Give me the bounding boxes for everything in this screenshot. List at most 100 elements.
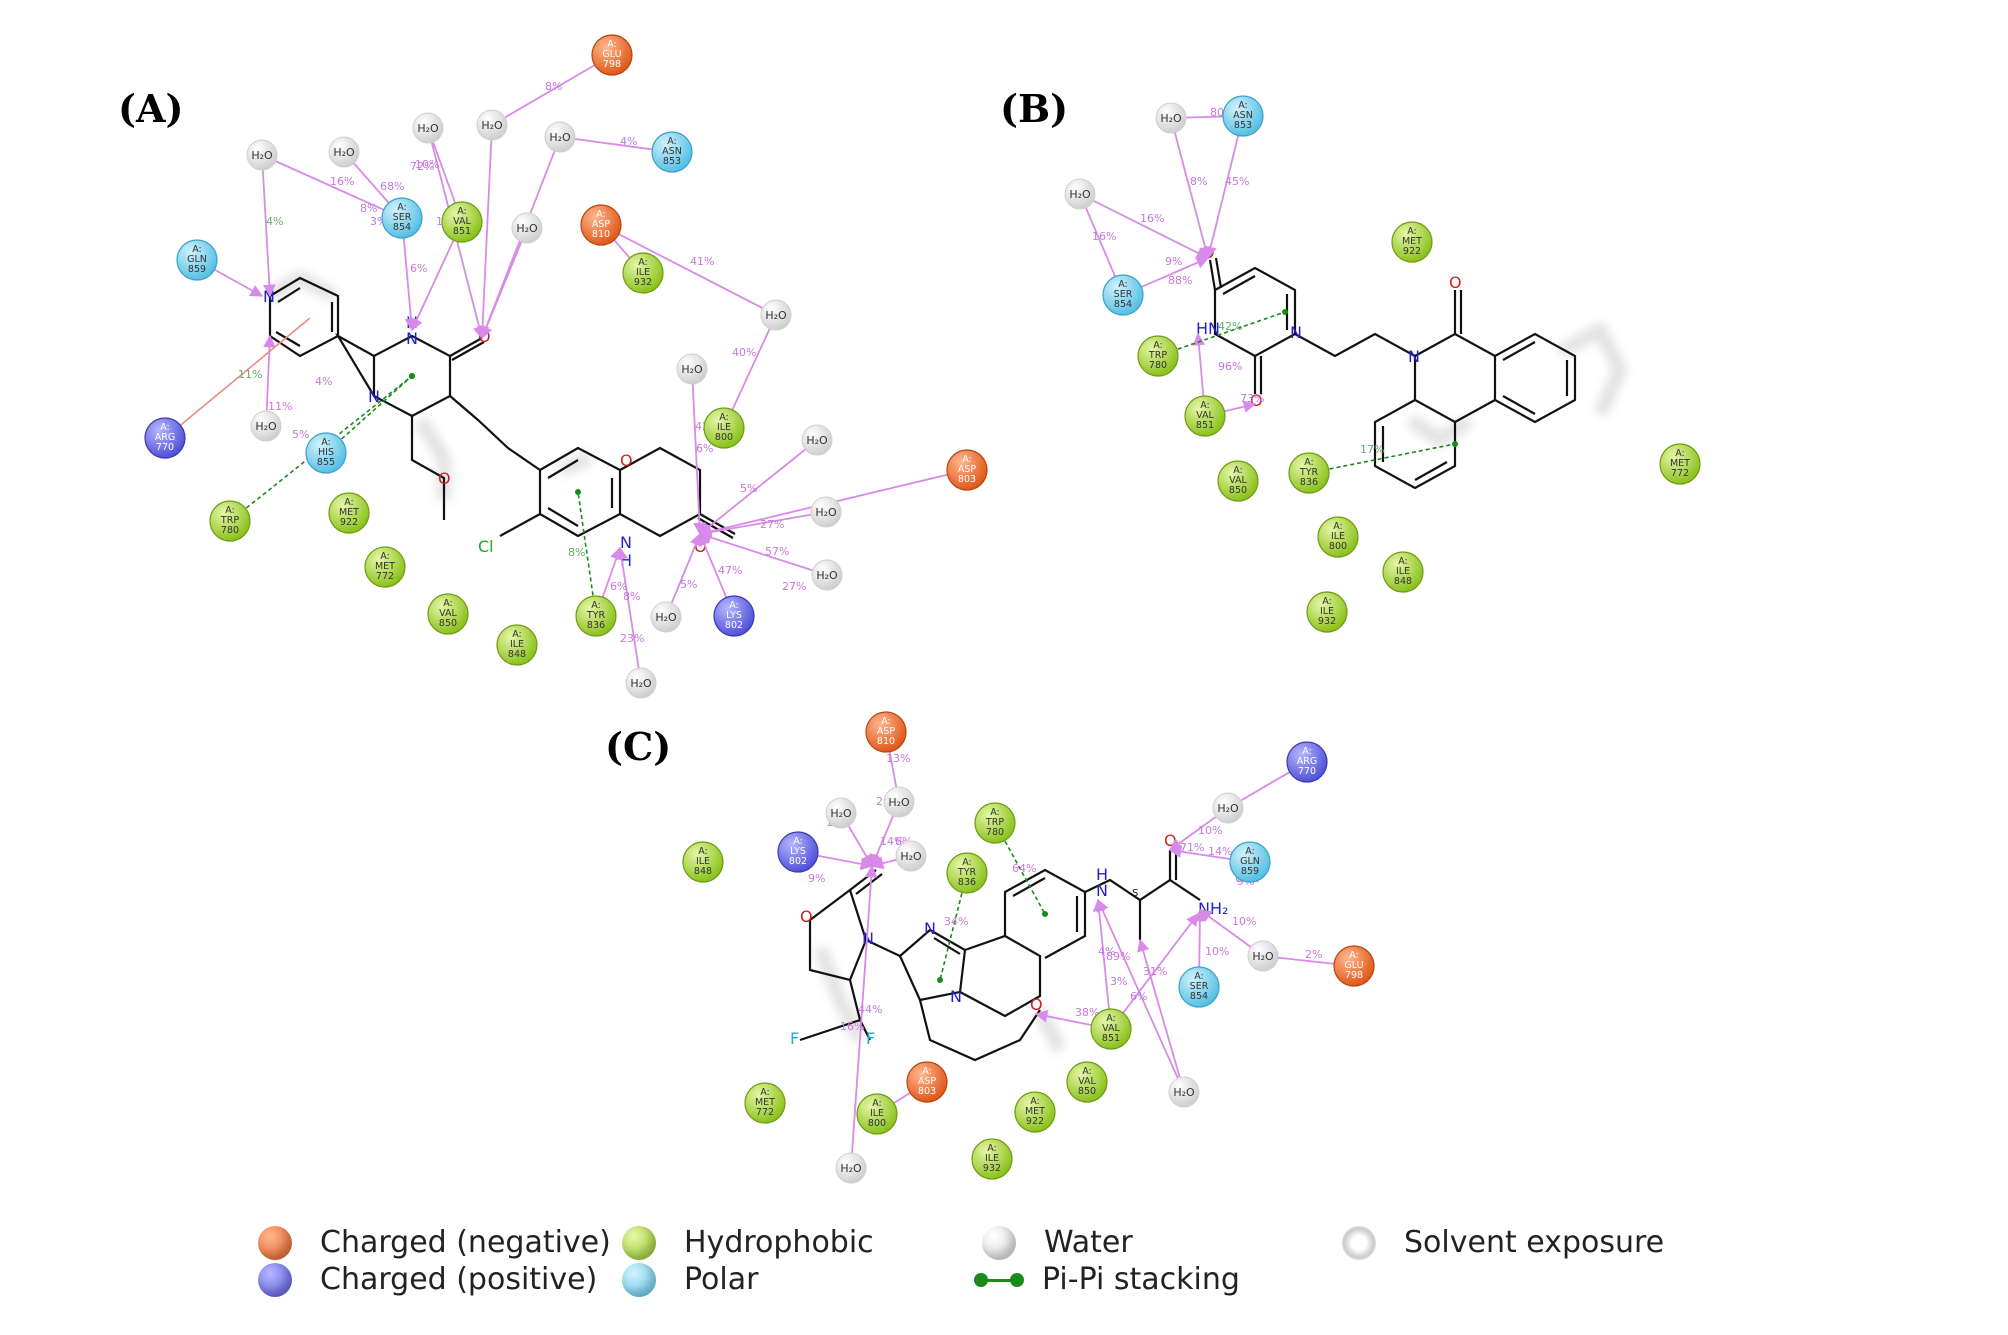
residue-label: A: [160,422,170,433]
residue-label: 800 [868,1118,886,1129]
interaction-percentage: 14% [1208,845,1232,858]
water-label: H₂O [830,807,852,820]
residue-label: A: [719,412,729,423]
interaction-percentage: 96% [1218,360,1242,373]
residue-label: 854 [1114,299,1132,310]
residue-circle [1306,591,1348,633]
h-bond-line [476,124,493,340]
residue-label: A: [596,209,606,220]
residue-label: A: [881,716,891,727]
h-bond-line [490,54,613,126]
residue-label: A: [1118,279,1128,290]
interaction-percentage: 17% [1360,443,1384,456]
pi-pi-stacking-line [1157,309,1288,357]
residue-circle [682,841,724,883]
residue-label: HIS [318,447,334,458]
residue-circle [209,500,251,542]
interaction-percentages: 8%4%16%68%72%16%10%8%3%6%4%11%4%41%40%42… [238,80,1384,1033]
residue-label: 859 [1241,866,1259,877]
water-molecule: H₂O [1212,792,1244,824]
residue-label: A: [1304,457,1314,468]
residue-label: 836 [1300,477,1318,488]
residue-label: TRP [985,817,1004,828]
interaction-percentage: 16% [1092,230,1116,243]
residue-circle [1184,395,1226,437]
water-molecule: H₂O [1247,940,1279,972]
pi-pi-stacking-line [937,872,968,983]
residue-label: MET [1025,1106,1045,1117]
interaction-percentage: 16% [840,1020,864,1033]
residue-label: 800 [1329,541,1347,552]
panel-label-b: (B) [1000,86,1068,131]
water-molecule: H₂O [544,121,576,153]
residue-label: GLN [187,254,207,265]
residue-label: A: [962,454,972,465]
residue-label: 770 [1298,766,1316,777]
svg-text:S: S [1132,888,1138,899]
residue-label: LYS [726,610,742,621]
interaction-percentage: 47% [718,564,742,577]
residue-label: A: [1333,521,1343,532]
water-molecule: H₂O [511,212,543,244]
residue-label: A: [1194,971,1204,982]
interaction-percentage: 23% [620,632,644,645]
residue-circle [856,1093,898,1135]
residue-label: A: [225,505,235,516]
water-label: H₂O [888,796,910,809]
residue-circle [1229,841,1271,883]
interaction-percentage: 41% [690,255,714,268]
residue-label: 853 [1234,120,1252,131]
interaction-percentage: 5% [292,428,309,441]
residue-label: ILE [696,856,710,867]
residue-label: 798 [1345,970,1363,981]
h-bond-line [1137,938,1185,1093]
residue-label: A: [1302,746,1312,757]
residue-label: ILE [1320,606,1334,617]
water-molecule: H₂O [835,1152,867,1184]
water-label: H₂O [681,363,703,376]
residue-label: 802 [789,856,807,867]
residue-circle [1317,516,1359,558]
pi-pi-stacking-line [575,489,597,617]
residue-circle [1382,551,1424,593]
residue-label: A: [1082,1066,1092,1077]
interaction-percentage: 6% [610,580,627,593]
residue-label: LYS [790,846,806,857]
svg-text:N: N [1408,347,1420,366]
interaction-percentage: 42% [1218,320,1242,333]
residue-label: 850 [439,618,457,629]
residue-label: MET [1402,236,1422,247]
residue-label: ILE [870,1108,884,1119]
residue-label: SER [393,212,412,223]
residue-label: MET [755,1097,775,1108]
interaction-percentage: 40% [732,346,756,359]
residue-label: A: [607,39,617,50]
residue-label: VAL [1229,475,1247,486]
interaction-lines [164,54,1458,1169]
residue-circle [1014,1091,1056,1133]
water-molecule: H₂O [760,299,792,331]
residue-label: 772 [1671,468,1689,479]
svg-text:N: N [368,387,380,406]
svg-text:N: N [862,929,874,948]
interaction-percentage: 5% [680,578,697,591]
residue-circle [744,1082,786,1124]
water-molecule: H₂O [328,136,360,168]
residue-label: TYR [586,610,606,621]
residue-label: A: [1675,448,1685,459]
h-bond-line [698,531,828,576]
water-molecule: H₂O [1064,178,1096,210]
water-label: H₂O [549,131,571,144]
residue-label: A: [1200,400,1210,411]
residue-label: A: [1030,1096,1040,1107]
